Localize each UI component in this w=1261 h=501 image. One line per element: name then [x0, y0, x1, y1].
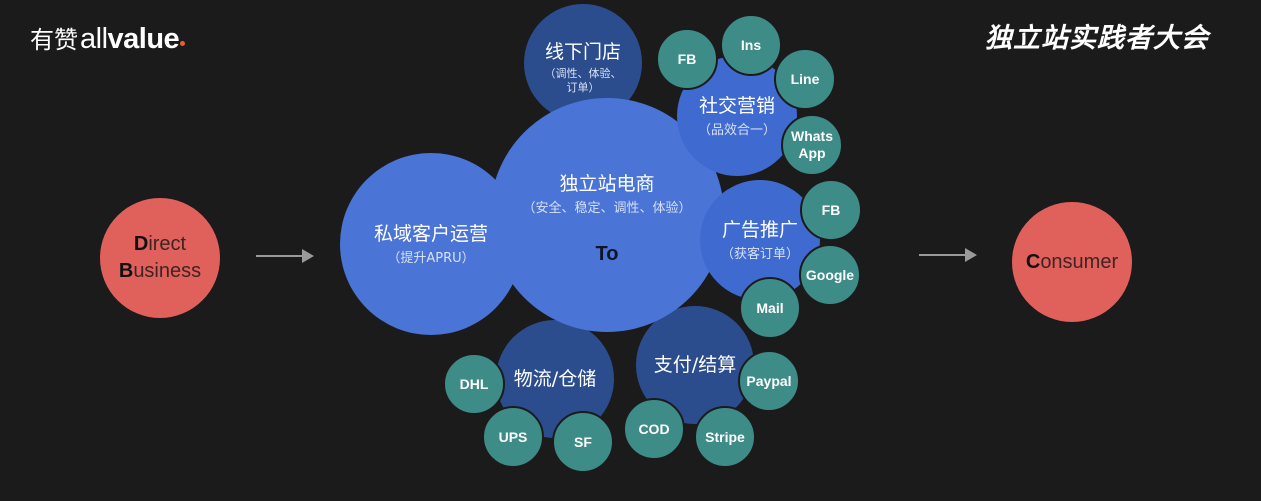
private-domain-node: 私域客户运营 （提升APRU） [340, 153, 522, 335]
payment-paypal-node: Paypal [738, 350, 800, 412]
social-subtitle: （品效合一） [697, 122, 776, 138]
logistics-dhl-node: DHL [443, 353, 505, 415]
direct-rest: irect [148, 233, 187, 255]
center-title: 独立站电商 [559, 173, 655, 195]
left-arrow [256, 249, 314, 263]
logistics-ups-node: UPS [482, 406, 544, 468]
offline-subtitle: （调性、体验、订单） [544, 67, 622, 94]
consumer-initial: C [1025, 250, 1041, 273]
business-rest: usiness [133, 260, 202, 282]
social-fb-node: FB [656, 28, 718, 90]
offline-title: 线下门店 [544, 41, 621, 63]
social-line-node: Line [774, 48, 836, 110]
logistics-node: 物流/仓储 [496, 320, 614, 438]
consumer-node: Consumer [1012, 202, 1132, 322]
ads-mail-node: Mail [739, 277, 801, 339]
ads-google-node: Google [799, 244, 861, 306]
brand-en-light: all [80, 23, 108, 55]
business-line: Business [119, 258, 201, 285]
logistics-title: 物流/仓储 [513, 368, 597, 390]
ads-subtitle: （获客订单） [720, 246, 799, 262]
brand-logo: 有赞allvalue [30, 22, 186, 57]
private-subtitle: （提升APRU） [387, 250, 475, 266]
social-title: 社交营销 [698, 94, 775, 117]
ads-fb-node: FB [800, 179, 862, 241]
conference-title: 独立站实践者大会 [985, 23, 1209, 54]
brand-en-bold: value [107, 23, 180, 55]
center-to-label: To [595, 243, 619, 265]
center-subtitle: （安全、稳定、调性、体验） [522, 201, 692, 216]
center-node: 独立站电商 （安全、稳定、调性、体验） To [490, 98, 724, 332]
business-initial: B [118, 260, 134, 282]
right-arrow [919, 248, 977, 262]
brand-cn: 有赞 [30, 26, 78, 54]
brand-en: allvalue [80, 23, 186, 55]
brand-dot-icon [180, 41, 186, 46]
ads-title: 广告推广 [721, 218, 798, 241]
direct-business-node: Direct Business [100, 198, 220, 318]
direct-line: Direct [134, 231, 186, 258]
consumer-rest: onsumer [1040, 250, 1119, 273]
payment-cod-node: COD [623, 398, 685, 460]
social-whatsapp-node: Whats App [781, 114, 843, 176]
payment-title: 支付/结算 [653, 354, 737, 376]
direct-initial: D [133, 233, 149, 255]
payment-stripe-node: Stripe [694, 406, 756, 468]
private-title: 私域客户运营 [373, 222, 488, 245]
social-ins-node: Ins [720, 14, 782, 76]
logistics-sf-node: SF [552, 411, 614, 473]
payment-node: 支付/结算 [636, 306, 754, 424]
consumer-line: Consumer [1026, 249, 1118, 276]
